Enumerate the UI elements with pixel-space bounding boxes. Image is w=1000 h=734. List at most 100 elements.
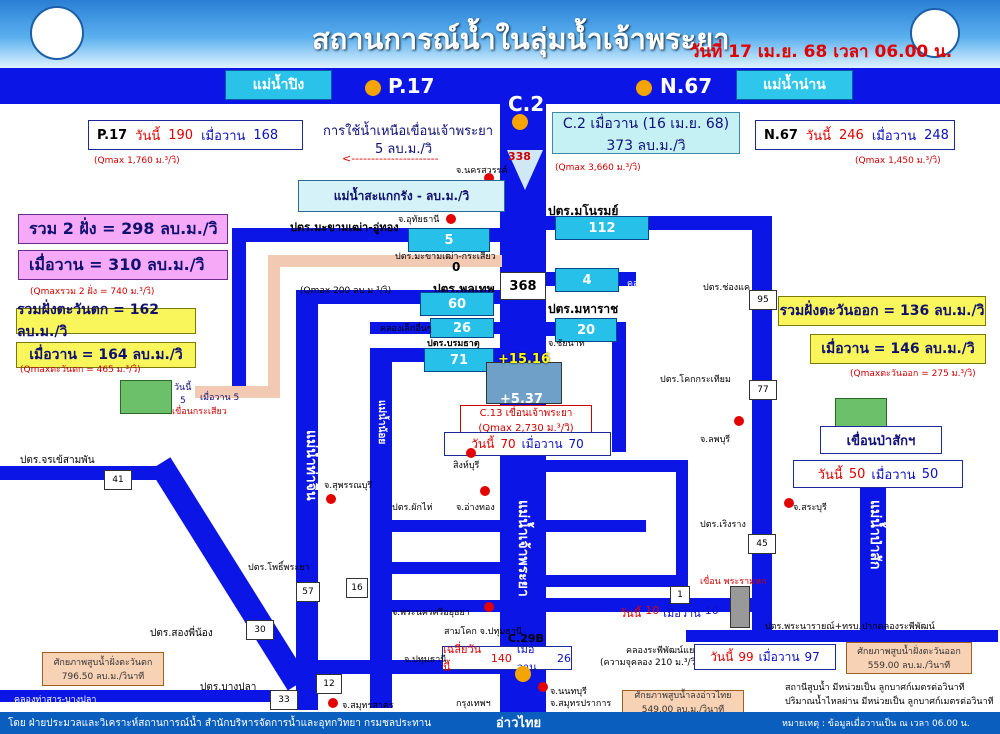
krasiao-dam-icon <box>120 380 172 414</box>
song-phi-nong-label: ปตร.สองพี่น้อง <box>150 628 213 639</box>
khlong-lek-e-arrow: 4 <box>555 268 619 292</box>
dam-label-box: C.13 เขื่อนเจ้าพระยา (Qmax 2,730 ม.³/วิ) <box>460 405 592 434</box>
p17-yesterday: 168 <box>253 127 279 143</box>
khlong-lek-w-label: คลองเล็กอื่นๆ <box>380 324 432 334</box>
phonthep-val: 60 <box>447 296 467 312</box>
chao-mid-val: 12 <box>323 679 335 689</box>
plai-khlong-canal <box>546 575 676 587</box>
dam-yesterday-label: เมื่อวาน <box>521 436 563 451</box>
both-sides-qmax: (Qmaxรวม 2 ฝั่ง = 740 ม.³/วิ) <box>30 287 155 297</box>
maharat-arrow: 20 <box>555 318 617 342</box>
pasak-today: 50 <box>848 466 866 482</box>
mahasawat-sia-val: 0 <box>452 260 461 274</box>
mahasawat-val: 5 <box>444 232 454 248</box>
chao-river-label: แม่น้ำเจ้าพระยา <box>515 500 531 597</box>
rama6-today-label: วันนี้ <box>620 607 642 620</box>
prov-bangkok: กรุงเทพฯ <box>456 699 491 709</box>
rama6-yesterday-label: เมื่อวาน <box>663 607 701 620</box>
c2-qmax: (Qmax 3,660 ม.³/วิ) <box>555 163 641 173</box>
nan-95: 95 <box>757 295 769 305</box>
krasiao-vertical <box>268 255 280 395</box>
nan-95-gauge: 95 <box>749 290 777 310</box>
prov-nonthaburi: จ.นนทบุรี <box>550 687 587 697</box>
prov-samkhok: สามโคก จ.ปทุมธานี <box>444 627 523 637</box>
mahasawat-vertical <box>232 228 246 388</box>
c2-yesterday-line: C.2 เมื่อวาน (16 เม.ย. 68) <box>562 116 730 132</box>
pasak-river-label: แม่น้ำป่าสัก <box>867 500 883 570</box>
upstream-use-value: 5 ลบ.ม./วิ <box>375 142 433 157</box>
gulf-pump-box: ศักยภาพสูบน้ำลงอ่าวไทย 549.00 ลบ.ม./วินา… <box>622 690 744 715</box>
c29b-marker <box>515 666 531 682</box>
prov-ayutthaya: จ.พระนครศรีอยุธยา <box>392 608 470 618</box>
east-noi-gauge: 1 <box>670 586 690 604</box>
p17-today-label: วันนี้ <box>135 128 161 144</box>
prov-uthai: จ.อุทัยธานี <box>398 215 440 225</box>
c2-center-val: 368 <box>509 278 537 294</box>
prov-saraburi: จ.สระบุรี <box>793 503 827 513</box>
c29b-label-avg: เฉลี่ยวันนี้ <box>443 643 482 674</box>
c29b-yesterday: 26 <box>557 651 571 665</box>
bang-pla-label: ปตร.บางปลา <box>200 682 257 693</box>
report-date: วันที่ 17 เม.ย. 68 เวลา 06.00 น. <box>690 42 953 62</box>
tha-chin-river <box>296 290 318 710</box>
ayutthaya-dot <box>484 602 494 612</box>
phak-hai-gauge: 16 <box>346 578 368 598</box>
manorom-label: ปตร.มโนรมย์ <box>548 204 619 218</box>
c2-code: C.2 <box>508 92 545 116</box>
pasak-dam-label: เขื่อนป่าสักฯ <box>820 426 942 454</box>
suphan-dot <box>326 494 336 504</box>
nan-77-gauge: 77 <box>749 380 777 400</box>
pasak-river-left <box>752 216 772 636</box>
east-yesterday: เมื่อวาน = 146 ลบ.ม./วิ <box>810 334 986 364</box>
p17-code: P.17 <box>388 74 435 98</box>
n67-qmax: (Qmax 1,450 ม.³/วิ) <box>855 156 941 166</box>
c29b-today: 140 <box>490 651 512 665</box>
sakae-krang-arrow: แม่น้ำสะแกกรัง - ลบ.ม./วิ <box>298 180 505 212</box>
pasak-yesterday: 50 <box>921 466 939 482</box>
phothi-val: 57 <box>302 587 314 597</box>
rama6-today: 10 <box>645 604 660 617</box>
n67-today: 246 <box>839 127 864 143</box>
upstream-use-title: การใช้น้ำเหนือเขื่อนเจ้าพระยา <box>323 124 494 139</box>
phak-hai-val: 16 <box>351 583 363 593</box>
n67-code: N.67 <box>660 74 713 98</box>
maharat-vertical <box>612 322 626 452</box>
samutsakhon-dot <box>328 698 338 708</box>
boromdhat-arrow: 71 <box>424 348 494 372</box>
pasak-river <box>860 460 886 640</box>
p17-qmax: (Qmax 1,760 ม.³/วิ) <box>94 156 180 166</box>
uthai-dot <box>446 214 456 224</box>
p17-marker <box>365 80 381 96</box>
tha-sarn-label: คลองท่าสาร-บางปลา <box>14 695 97 705</box>
pasak-flow-box: วันนี้ 50 เมื่อวาน 50 <box>793 460 963 488</box>
nakhonsawan-dot <box>484 173 494 183</box>
c29b-label: C.29B <box>508 632 544 645</box>
prov-pathum: จ.ปทุมธานี <box>404 655 447 665</box>
song-phi-nong-gauge: 30 <box>246 620 274 640</box>
krasiao-label: เขื่อนกระเสียว <box>172 407 227 417</box>
khlong-lek-w-arrow: 26 <box>430 318 494 338</box>
pasak-today-label: วันนี้ <box>817 467 843 483</box>
pasak-yesterday-label: เมื่อวาน <box>871 467 916 483</box>
c29b-box: เฉลี่ยวันนี้ 140 เมื่อวาน 26 <box>442 643 572 674</box>
raphiphat-label: คลองระพีพัฒน์แยกใต้ <box>626 646 710 656</box>
phanarai-label: ปตร.พระนารายณ์+ทรบ.ปากคลองระพีพัฒน์ <box>765 622 935 632</box>
footer-credit: โดย ฝ่ายประมวลและวิเคราะห์สถานการณ์น้ำ ส… <box>8 718 432 729</box>
ayutthaya-canal <box>392 600 500 612</box>
raphiphat-yesterday-label: เมื่อวาน <box>758 649 800 664</box>
boromdhat-label: ปตร.บรมธาตุ <box>427 339 480 349</box>
west-total: รวมฝั่งตะวันตก = 162 ลบ.ม./วิ <box>16 302 196 340</box>
east-noi-val: 1 <box>677 590 683 600</box>
phak-hai-label: ปตร.ผักไห่ <box>392 503 433 513</box>
raphiphat-qmax: (ความจุคลอง 210 ม.³/วิ) <box>600 658 700 668</box>
manorom-arrow: 112 <box>555 216 649 240</box>
lopburi-canal <box>546 460 676 472</box>
both-sides-total: รวม 2 ฝั่ง = 298 ลบ.ม./วิ <box>18 214 228 244</box>
krasiao-val: 5 <box>180 396 186 406</box>
prov-angthong: จ.อ่างทอง <box>456 503 495 513</box>
dam-today-label: วันนี้ <box>471 436 495 451</box>
bang-pla-val: 33 <box>278 695 290 705</box>
mahasawat-arrow: 5 <box>408 228 490 252</box>
c36-canal <box>392 520 500 532</box>
west-pump-title: ศักยภาพสูบน้ำฝั่งตะวันตก <box>53 658 153 668</box>
